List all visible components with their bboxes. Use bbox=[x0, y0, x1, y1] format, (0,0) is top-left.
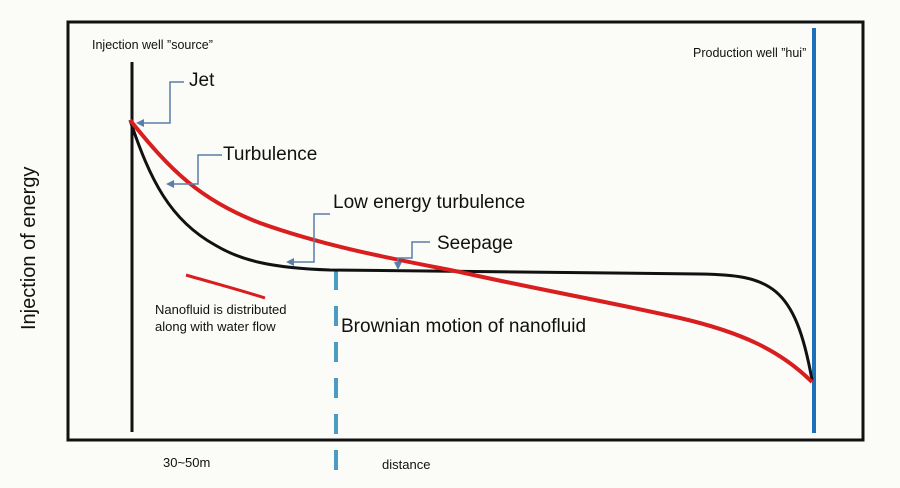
seepage-label: Seepage bbox=[437, 233, 513, 254]
x-marker-label: 30~50m bbox=[163, 455, 210, 470]
jet-label: Jet bbox=[189, 70, 215, 91]
black-energy-curve bbox=[128, 119, 814, 381]
plot-frame bbox=[66, 20, 865, 442]
nanofluid-note-line2: along with water flow bbox=[155, 319, 276, 334]
red-energy-curve bbox=[128, 118, 814, 384]
low-energy-turbulence-label: Low energy turbulence bbox=[333, 192, 525, 213]
y-axis-label: Injection of energy bbox=[18, 166, 40, 330]
nanofluid-note-line1: Nanofluid is distributed bbox=[155, 302, 287, 317]
x-axis-label: distance bbox=[382, 457, 430, 472]
injection-well-label: Injection well ”source” bbox=[92, 38, 213, 52]
turbulence-label: Turbulence bbox=[223, 144, 317, 165]
jet-arrow bbox=[136, 81, 184, 127]
production-well-label: Production well ”hui” bbox=[693, 46, 806, 60]
seepage-arrow bbox=[394, 241, 430, 270]
low-energy-turbulence-arrow bbox=[286, 213, 330, 266]
brownian-motion-label: Brownian motion of nanofluid bbox=[341, 316, 586, 337]
turbulence-arrow bbox=[166, 154, 222, 188]
nanofluid-flow-stroke bbox=[185, 273, 266, 300]
